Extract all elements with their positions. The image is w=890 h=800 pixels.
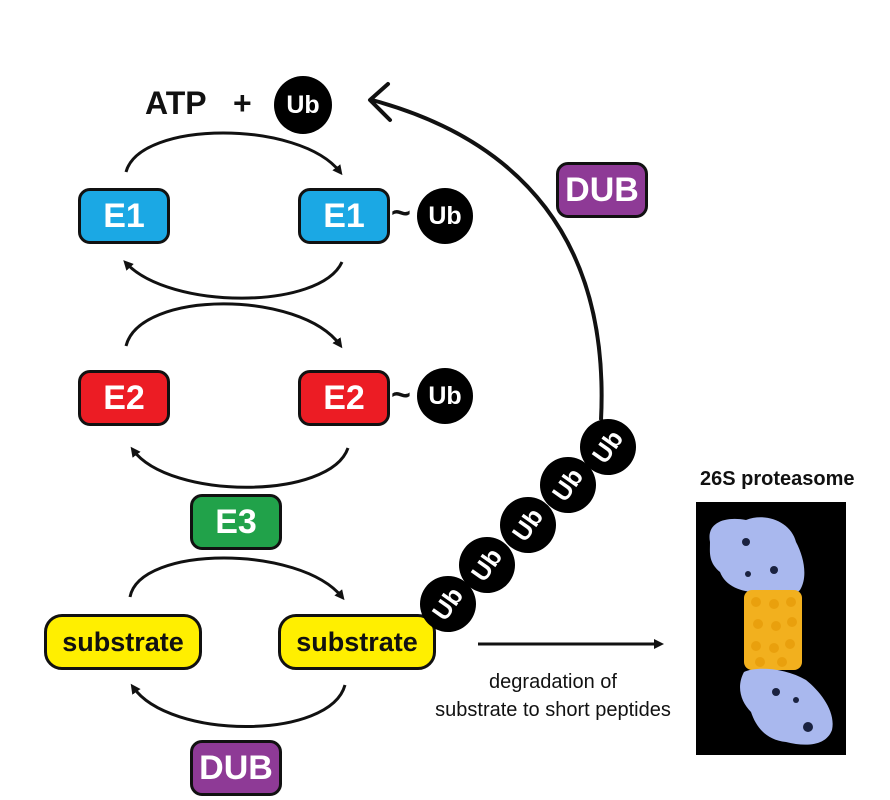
arrow-substrate-deubiquitination bbox=[130, 683, 347, 728]
degradation-line-1: degradation of bbox=[489, 671, 617, 693]
atp-label: ATP bbox=[145, 85, 207, 121]
thioester-bond-e2: ~ bbox=[391, 376, 411, 414]
proteasome-title: 26S proteasome bbox=[700, 468, 855, 490]
proteasome-cap-bottom bbox=[740, 668, 833, 745]
arrow-ub-recycling bbox=[371, 98, 604, 421]
ubiquitin-free: Ub bbox=[274, 76, 332, 134]
plus-sign: + bbox=[233, 85, 252, 121]
substrate-left: substrate bbox=[44, 614, 202, 670]
thioester-bond-e1: ~ bbox=[391, 194, 411, 232]
e1-enzyme-left: E1 bbox=[78, 188, 170, 244]
proteasome-cap-top bbox=[709, 517, 805, 595]
ubiquitin-e1: Ub bbox=[417, 188, 473, 244]
e2-enzyme-right: E2 bbox=[298, 370, 390, 426]
degradation-line-2: substrate to short peptides bbox=[435, 699, 671, 721]
degradation-caption: degradation of substrate to short peptid… bbox=[403, 668, 703, 724]
arrow-e1-activation bbox=[124, 131, 343, 176]
e1-enzyme-right: E1 bbox=[298, 188, 390, 244]
dub-bottom: DUB bbox=[190, 740, 282, 796]
arrow-e2-transfer bbox=[124, 302, 343, 349]
proteasome-structure bbox=[709, 517, 833, 745]
arrow-e2-return bbox=[130, 446, 350, 489]
substrate-right: substrate bbox=[278, 614, 436, 670]
e3-ligase: E3 bbox=[190, 494, 282, 550]
dub-top: DUB bbox=[556, 162, 648, 218]
proteasome-image bbox=[696, 502, 846, 755]
arrow-ub-recycling-head bbox=[368, 82, 392, 122]
ubiquitin-e2: Ub bbox=[417, 368, 473, 424]
e2-enzyme-left: E2 bbox=[78, 370, 170, 426]
arrow-e1-return bbox=[123, 260, 344, 300]
arrow-substrate-ubiquitination bbox=[128, 556, 345, 601]
